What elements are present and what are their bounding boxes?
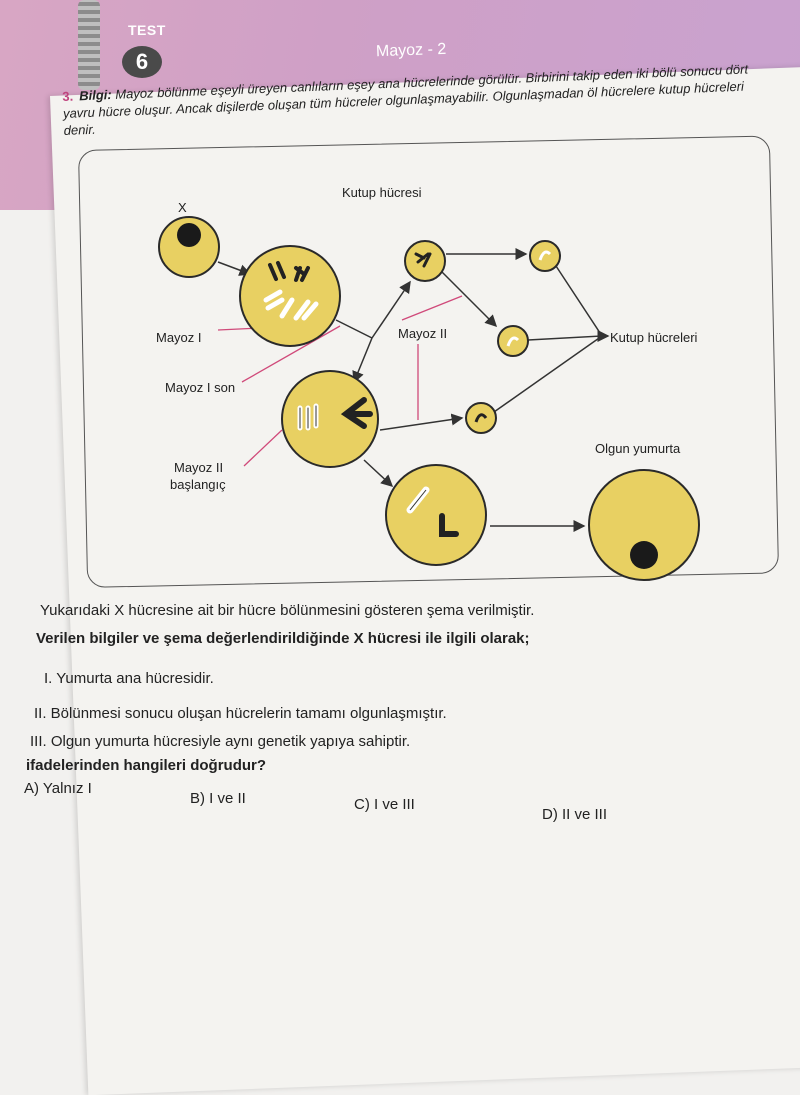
- polar-body-4: [465, 402, 497, 434]
- label-mayoz2-baslangic-line1: Mayoz II: [174, 460, 223, 475]
- arrow-secondary-polar: [379, 413, 464, 431]
- prompt-text: Verilen bilgiler ve şema değerlendirildi…: [36, 630, 530, 647]
- bracket-top: [527, 265, 604, 341]
- label-x: X: [178, 200, 187, 215]
- arrow-polar1-b: [441, 271, 498, 328]
- cell-mayoz1: [239, 245, 341, 347]
- polar-body-2: [529, 240, 561, 272]
- zipper-decoration: [78, 0, 100, 90]
- label-olgun-yumurta: Olgun yumurta: [595, 441, 681, 456]
- polar-body-3: [497, 325, 529, 357]
- label-kutup-hucreleri: Kutup hücreleri: [610, 330, 698, 345]
- arrow-secondary-ootid: [363, 459, 394, 488]
- option-b[interactable]: B) I ve II: [190, 790, 246, 807]
- label-kutup-hucresi: Kutup hücresi: [342, 185, 422, 200]
- test-number-badge: 6: [122, 46, 162, 78]
- statement-2: II. Bölünmesi sonucu oluşan hücrelerin t…: [34, 705, 447, 722]
- polar-body-1: [404, 240, 446, 282]
- secondary-oocyte: [281, 370, 379, 468]
- arrow-x-to-mayoz1: [217, 261, 252, 276]
- pointer-mayoz1-son: [241, 325, 341, 383]
- arrow-to-secondary: [352, 337, 373, 384]
- statement-3: III. Olgun yumurta hücresiyle aynı genet…: [30, 733, 411, 750]
- option-a[interactable]: A) Yalnız I: [24, 780, 92, 797]
- arrow-to-polar1: [371, 280, 411, 339]
- pointer-mayoz2-baslangic: [243, 429, 283, 467]
- test-label: TEST: [128, 22, 166, 38]
- intro-text: Yukarıdaki X hücresine ait bir hücre böl…: [40, 602, 535, 619]
- label-mayoz2-baslangic-line2: başlangıç: [170, 477, 226, 492]
- option-c[interactable]: C) I ve III: [354, 796, 415, 813]
- ootid-cell: [385, 464, 487, 566]
- label-mayoz1-son: Mayoz I son: [165, 380, 235, 395]
- question-text: ifadelerinden hangileri doğrudur?: [26, 757, 267, 774]
- pointer-mayoz2-a: [401, 295, 463, 321]
- statement-1: I. Yumurta ana hücresidir.: [44, 670, 214, 687]
- meiosis-diagram: X Kutup hücresi Mayoz I Mayoz I son Mayo…: [156, 185, 700, 581]
- cell-x: [158, 216, 220, 278]
- mature-egg: [588, 469, 700, 581]
- label-mayoz2: Mayoz II: [398, 326, 447, 341]
- bracket-bottom: [493, 335, 603, 413]
- option-d[interactable]: D) II ve III: [542, 806, 608, 823]
- label-mayoz1: Mayoz I: [156, 330, 202, 345]
- line-split: [335, 319, 373, 339]
